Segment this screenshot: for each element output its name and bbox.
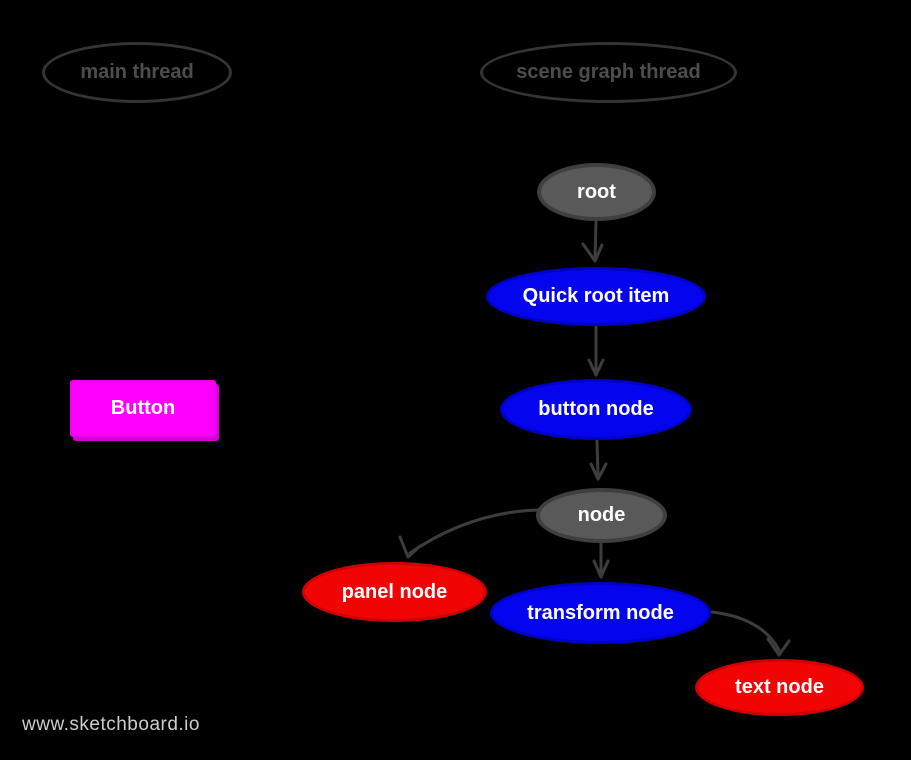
node-text-node-label: text node — [735, 676, 824, 698]
edge-root-to-quick-root-item — [581, 220, 604, 263]
node-button-node[interactable]: button node — [500, 379, 692, 440]
node-quick-root-item-label: Quick root item — [522, 285, 670, 307]
node-button-node-label: button node — [538, 398, 654, 420]
node-button-rect-label: Button — [110, 397, 176, 419]
node-quick-root-item[interactable]: Quick root item — [486, 267, 706, 326]
node-text-node[interactable]: text node — [695, 659, 864, 716]
lane-main-thread[interactable]: main thread — [42, 42, 232, 103]
edge-button-node-to-node — [589, 439, 608, 481]
edge-node-to-transform-node — [592, 542, 610, 579]
node-transform-node[interactable]: transform node — [490, 582, 711, 644]
sketchboard-watermark: www.sketchboard.io — [22, 714, 200, 735]
node-node[interactable]: node — [536, 488, 667, 543]
node-transform-node-label: transform node — [527, 601, 674, 624]
node-root-label: root — [577, 180, 616, 203]
node-panel-node[interactable]: panel node — [302, 562, 487, 622]
node-button-rect[interactable]: Button — [70, 380, 216, 437]
node-node-label: node — [577, 504, 626, 526]
lane-main-thread-label: main thread — [80, 61, 194, 83]
node-root[interactable]: root — [537, 163, 656, 221]
lane-scene-graph-thread[interactable]: scene graph thread — [480, 42, 737, 103]
lane-scene-graph-thread-label: scene graph thread — [516, 61, 701, 83]
edge-node-to-panel-node — [398, 508, 540, 559]
node-panel-node-label: panel node — [341, 580, 448, 603]
edge-quick-root-item-to-button-node — [587, 325, 605, 377]
edge-transform-node-to-text-node — [710, 610, 791, 657]
